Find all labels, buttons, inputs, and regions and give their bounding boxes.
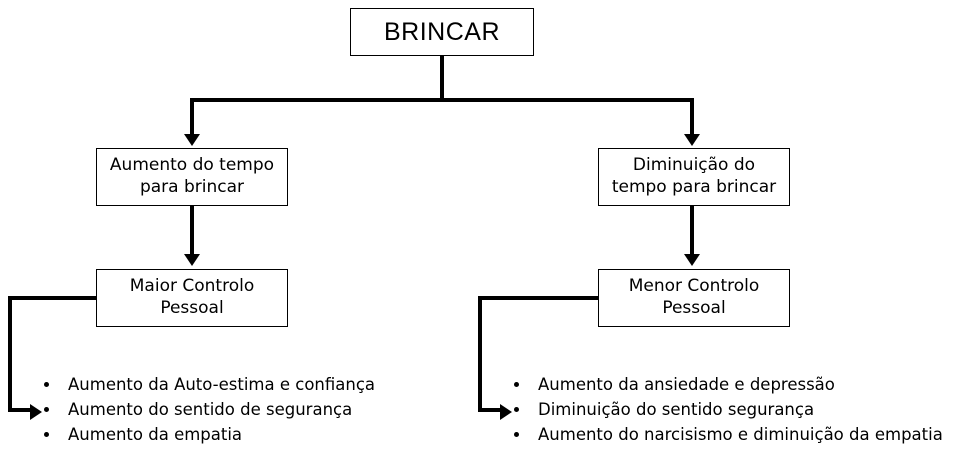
- connector-left-outcomes-top: [8, 296, 98, 300]
- connector-root-stem: [440, 56, 444, 102]
- connector-left-level1-to-level2: [190, 206, 194, 255]
- node-aumento-tempo-brincar-line2: para brincar: [139, 177, 245, 197]
- list-item: Aumento da empatia: [40, 422, 375, 447]
- node-maior-controlo-pessoal-label: Maior Controlo Pessoal: [97, 276, 287, 320]
- node-menor-controlo-pessoal-label: Menor Controlo Pessoal: [599, 276, 789, 320]
- node-diminuicao-tempo-brincar: Diminuição do tempo para brincar: [598, 148, 790, 206]
- outcome-list-left: Aumento da Auto-estima e confiança Aumen…: [40, 372, 375, 447]
- connector-right-outcomes-bottom: [478, 408, 502, 412]
- outcome-list-right: Aumento da ansiedade e depressão Diminui…: [510, 372, 943, 447]
- list-item: Aumento do sentido de segurança: [40, 397, 375, 422]
- bullet-dot-icon: [44, 432, 49, 437]
- node-menor-controlo-pessoal-line1: Menor Controlo: [628, 276, 760, 297]
- arrowhead-down-left-level2-icon: [184, 254, 200, 266]
- node-menor-controlo-pessoal: Menor Controlo Pessoal: [598, 269, 790, 327]
- node-maior-controlo-pessoal: Maior Controlo Pessoal: [96, 269, 288, 327]
- outcome-text: Aumento da empatia: [68, 425, 243, 444]
- outcome-text: Diminuição do sentido segurança: [538, 400, 815, 419]
- list-item: Aumento da ansiedade e depressão: [510, 372, 943, 397]
- node-diminuicao-tempo-brincar-label: Diminuição do tempo para brincar: [599, 155, 789, 199]
- list-item: Aumento do narcisismo e diminuição da em…: [510, 422, 943, 447]
- bullet-dot-icon: [514, 407, 519, 412]
- arrowhead-down-left-level1-icon: [184, 134, 200, 146]
- bullet-dot-icon: [514, 382, 519, 387]
- arrowhead-right-left-outcomes-icon: [30, 404, 42, 420]
- connector-root-to-left-drop: [190, 98, 194, 136]
- bullet-dot-icon: [44, 382, 49, 387]
- bullet-dot-icon: [44, 407, 49, 412]
- connector-right-outcomes-vertical: [478, 296, 482, 412]
- outcome-text: Aumento do narcisismo e diminuição da em…: [538, 425, 943, 444]
- outcome-text: Aumento da Auto-estima e confiança: [68, 375, 376, 394]
- connector-left-outcomes-bottom: [8, 408, 32, 412]
- connector-root-horizontal-bar: [190, 98, 694, 102]
- list-item: Diminuição do sentido segurança: [510, 397, 943, 422]
- bullet-dot-icon: [514, 432, 519, 437]
- list-item: Aumento da Auto-estima e confiança: [40, 372, 375, 397]
- node-diminuicao-tempo-brincar-line1: Diminuição do: [632, 155, 756, 176]
- node-menor-controlo-pessoal-line2: Pessoal: [662, 298, 726, 318]
- node-aumento-tempo-brincar-label: Aumento do tempo para brincar: [97, 155, 287, 199]
- node-brincar: BRINCAR: [350, 8, 534, 56]
- node-maior-controlo-pessoal-line1: Maior Controlo: [129, 276, 255, 297]
- arrowhead-down-right-level2-icon: [684, 254, 700, 266]
- node-brincar-label: BRINCAR: [383, 18, 500, 46]
- node-diminuicao-tempo-brincar-line2: tempo para brincar: [611, 177, 777, 197]
- outcome-text: Aumento do sentido de segurança: [68, 400, 353, 419]
- outcome-text: Aumento da ansiedade e depressão: [538, 375, 835, 394]
- arrowhead-down-right-level1-icon: [684, 134, 700, 146]
- node-maior-controlo-pessoal-line2: Pessoal: [160, 298, 224, 318]
- arrowhead-right-right-outcomes-icon: [500, 404, 512, 420]
- connector-right-level1-to-level2: [690, 206, 694, 255]
- node-aumento-tempo-brincar: Aumento do tempo para brincar: [96, 148, 288, 206]
- connector-left-outcomes-vertical: [8, 296, 12, 412]
- connector-root-to-right-drop: [690, 98, 694, 136]
- node-aumento-tempo-brincar-line1: Aumento do tempo: [109, 155, 275, 176]
- connector-right-outcomes-top: [478, 296, 600, 300]
